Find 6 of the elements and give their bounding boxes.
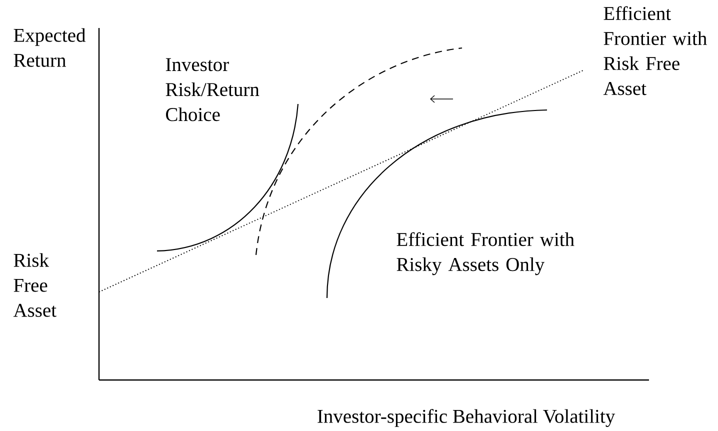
axis-title: Investor-specific Behavioral Volatility (318, 409, 616, 427)
curve-label: Efficient Frontier with Risky Assets Only (396, 232, 574, 276)
axis-point-label: Risk Free Asset (13, 253, 56, 317)
curve-label: Efficient Frontier with Risk Free Asset (603, 6, 707, 96)
axis-title: Expected Return (14, 28, 86, 67)
curve-label: Investor Risk/Return Choice (166, 58, 260, 122)
